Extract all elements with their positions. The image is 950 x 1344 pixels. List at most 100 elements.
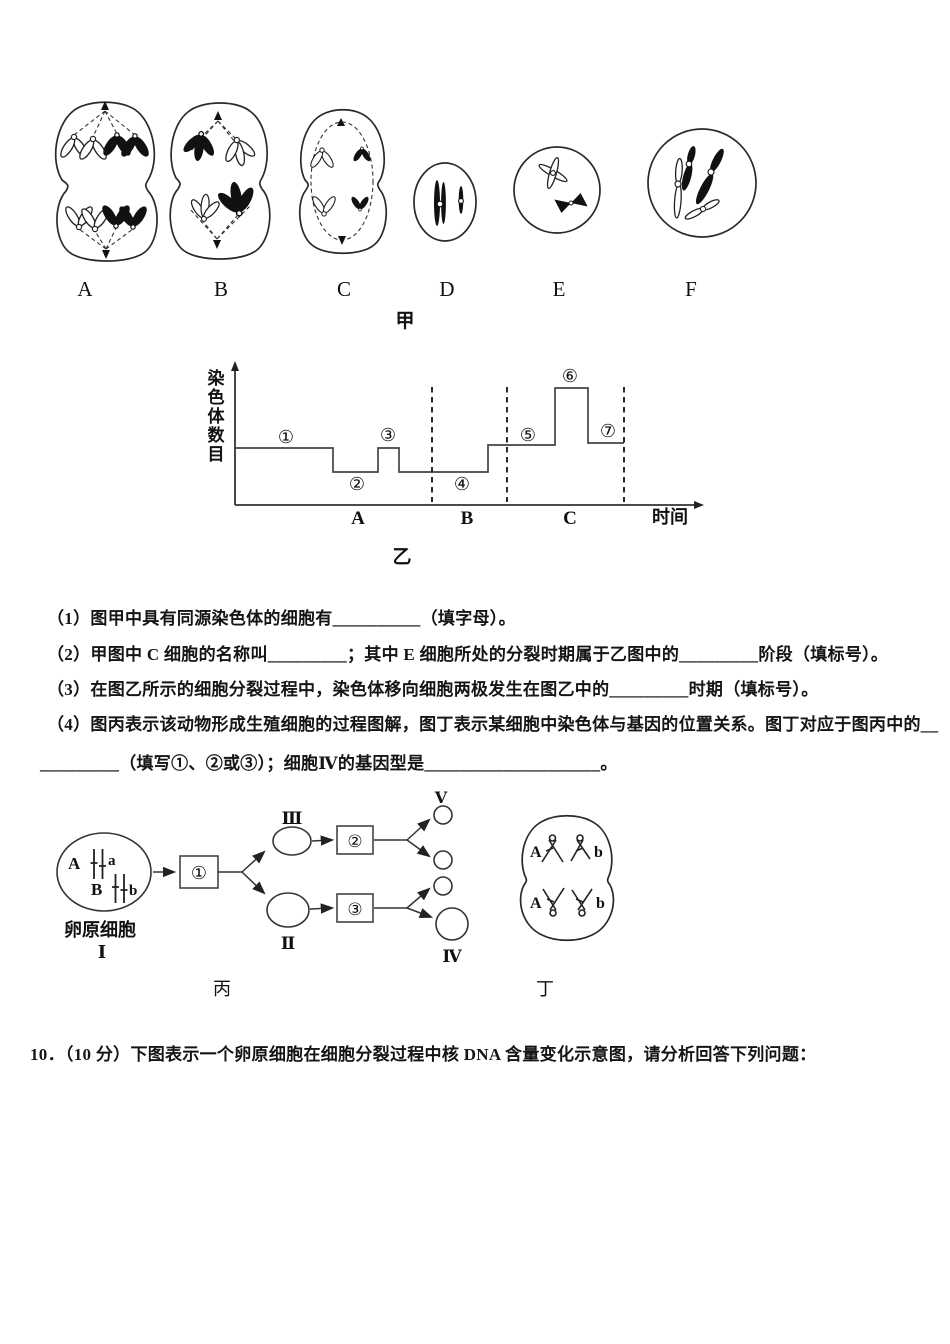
flow-arrow [406,839,431,858]
stage-4-label: ④ [454,474,470,494]
figure-yi-caption: 乙 [392,547,411,568]
process-1-box [179,855,219,889]
figure-ding-caption: 丁 [536,979,554,999]
spindle-pole-icon [102,250,110,259]
flow-arrow [311,835,335,846]
chromosome [695,148,724,205]
cell-iii-label: Ⅲ [282,809,303,828]
gene-label: b [596,895,605,912]
flow-arrow [406,818,431,841]
centromere-icon [436,200,444,208]
gene-label: B [91,880,102,899]
spindle-pole-icon [213,240,221,249]
chromosome-number-step-line [236,387,624,473]
figure-bing-diagram: A a B b 卵原细胞 Ⅰ ① Ⅲ Ⅱ ② ③ Ⅴ Ⅳ [56,790,469,999]
spindle-pole-icon [214,111,222,120]
oogonium-cell [56,832,152,912]
chromosome-pair [90,849,106,879]
cell-d-diagram [413,162,477,242]
figure-bing-caption: 丙 [213,979,231,999]
process-3-box [336,893,374,923]
cell-v [433,805,453,825]
figure-ding-diagram: A b A b 丁 [519,814,615,999]
x-axis-label: 时间 [652,507,688,527]
chromosome [673,157,683,219]
section-b-label: B [461,508,474,529]
stage-3-label: ③ [380,425,396,445]
cell-iv [435,907,469,941]
flow-arrow [406,887,431,909]
polar-body-cell [433,876,453,896]
gene-label: A [530,895,542,912]
flow-arrow [241,871,266,895]
process-2-box [336,825,374,855]
section-a-label: A [351,508,365,529]
chromosome [684,199,720,220]
cell-c-diagram [298,108,388,254]
oogonium-name-label: 卵原细胞 [64,919,136,940]
y-axis-label-char: 数 [208,425,226,445]
y-axis-label-char: 染 [208,368,225,388]
gene-label: b [594,844,603,861]
cell-label-e: E [553,277,566,301]
question-2-text: （2）甲图中 C 细胞的名称叫_________；其中 E 细胞所处的分裂时期属… [47,645,889,664]
spindle-pole-icon [338,236,346,245]
y-axis-label-char: 体 [208,406,226,426]
figure-jia-caption: 甲 [395,311,414,332]
spindle-pole-icon [337,118,345,126]
y-axis-label-char: 色 [208,387,225,407]
gene-label: a [108,853,116,869]
chromosome [441,182,446,224]
question-1-text: （1）图甲中具有同源染色体的细胞有__________（填字母）。 [47,609,516,628]
section-c-label: C [563,508,577,529]
flow-arrow [406,907,434,918]
chromosome [570,834,591,862]
x-axis-arrow-icon [694,501,704,509]
y-axis-arrow-icon [231,361,239,371]
stage-2-label: ② [349,474,365,494]
figure-yi-chart: 染 色 体 数 目 ① ② ③ ④ ⑤ ⑥ ⑦ A B C 时间 乙 [208,361,704,568]
polar-body-cell [433,850,453,870]
cell-label-a: A [77,277,93,301]
y-axis-label-char: 目 [208,445,225,464]
cell-e-diagram [513,146,601,234]
flow-arrow [309,903,335,914]
cell-label-f: F [685,277,697,301]
cell-iii [272,826,312,856]
cell-ii-label: Ⅱ [281,934,295,953]
chromosome [554,192,588,214]
cell-a-diagram [54,101,158,262]
question-4-text-line2: _________（填写①、②或③）；细胞Ⅳ的基因型是_____________… [40,754,618,773]
cell-iv-label: Ⅳ [442,947,462,966]
gene-label: A [68,854,81,873]
stage-1-label: ① [278,427,294,447]
cell-ii [266,892,310,928]
chromosome [541,834,564,863]
process-1-label: ① [191,863,207,883]
figure-jia: A B C D E F 甲 [54,101,757,332]
chromosome-pair [112,874,128,903]
flow-arrow [241,850,266,873]
process-3-label: ③ [347,900,362,919]
question-3-text: （3）在图乙所示的细胞分裂过程中，染色体移向细胞两极发生在图乙中的_______… [47,680,819,699]
spindle-pole-icon [101,101,109,110]
stage-6-label: ⑥ [562,366,578,386]
stage-7-label: ⑦ [600,421,616,441]
question-10-text: 10．（10 分）下图表示一个卵原细胞在细胞分裂过程中核 DNA 含量变化示意图… [30,1045,817,1064]
stage-5-label: ⑤ [520,425,536,445]
question-4-text-line1: （4）图丙表示该动物形成生殖细胞的过程图解，图丁表示某细胞中染色体与基因的位置关… [47,715,939,734]
cell-i-label: Ⅰ [98,942,106,962]
cell-v-label: Ⅴ [434,790,448,807]
chromosome [542,887,565,917]
cell-f-diagram [647,128,757,238]
process-2-label: ② [347,832,362,851]
cell-label-c: C [337,277,351,301]
chromosome [571,888,593,917]
gene-label: b [129,883,137,899]
chromosome [538,156,568,190]
cell-label-b: B [214,277,228,301]
cell-outline [519,814,615,942]
centromere-icon [458,198,464,204]
